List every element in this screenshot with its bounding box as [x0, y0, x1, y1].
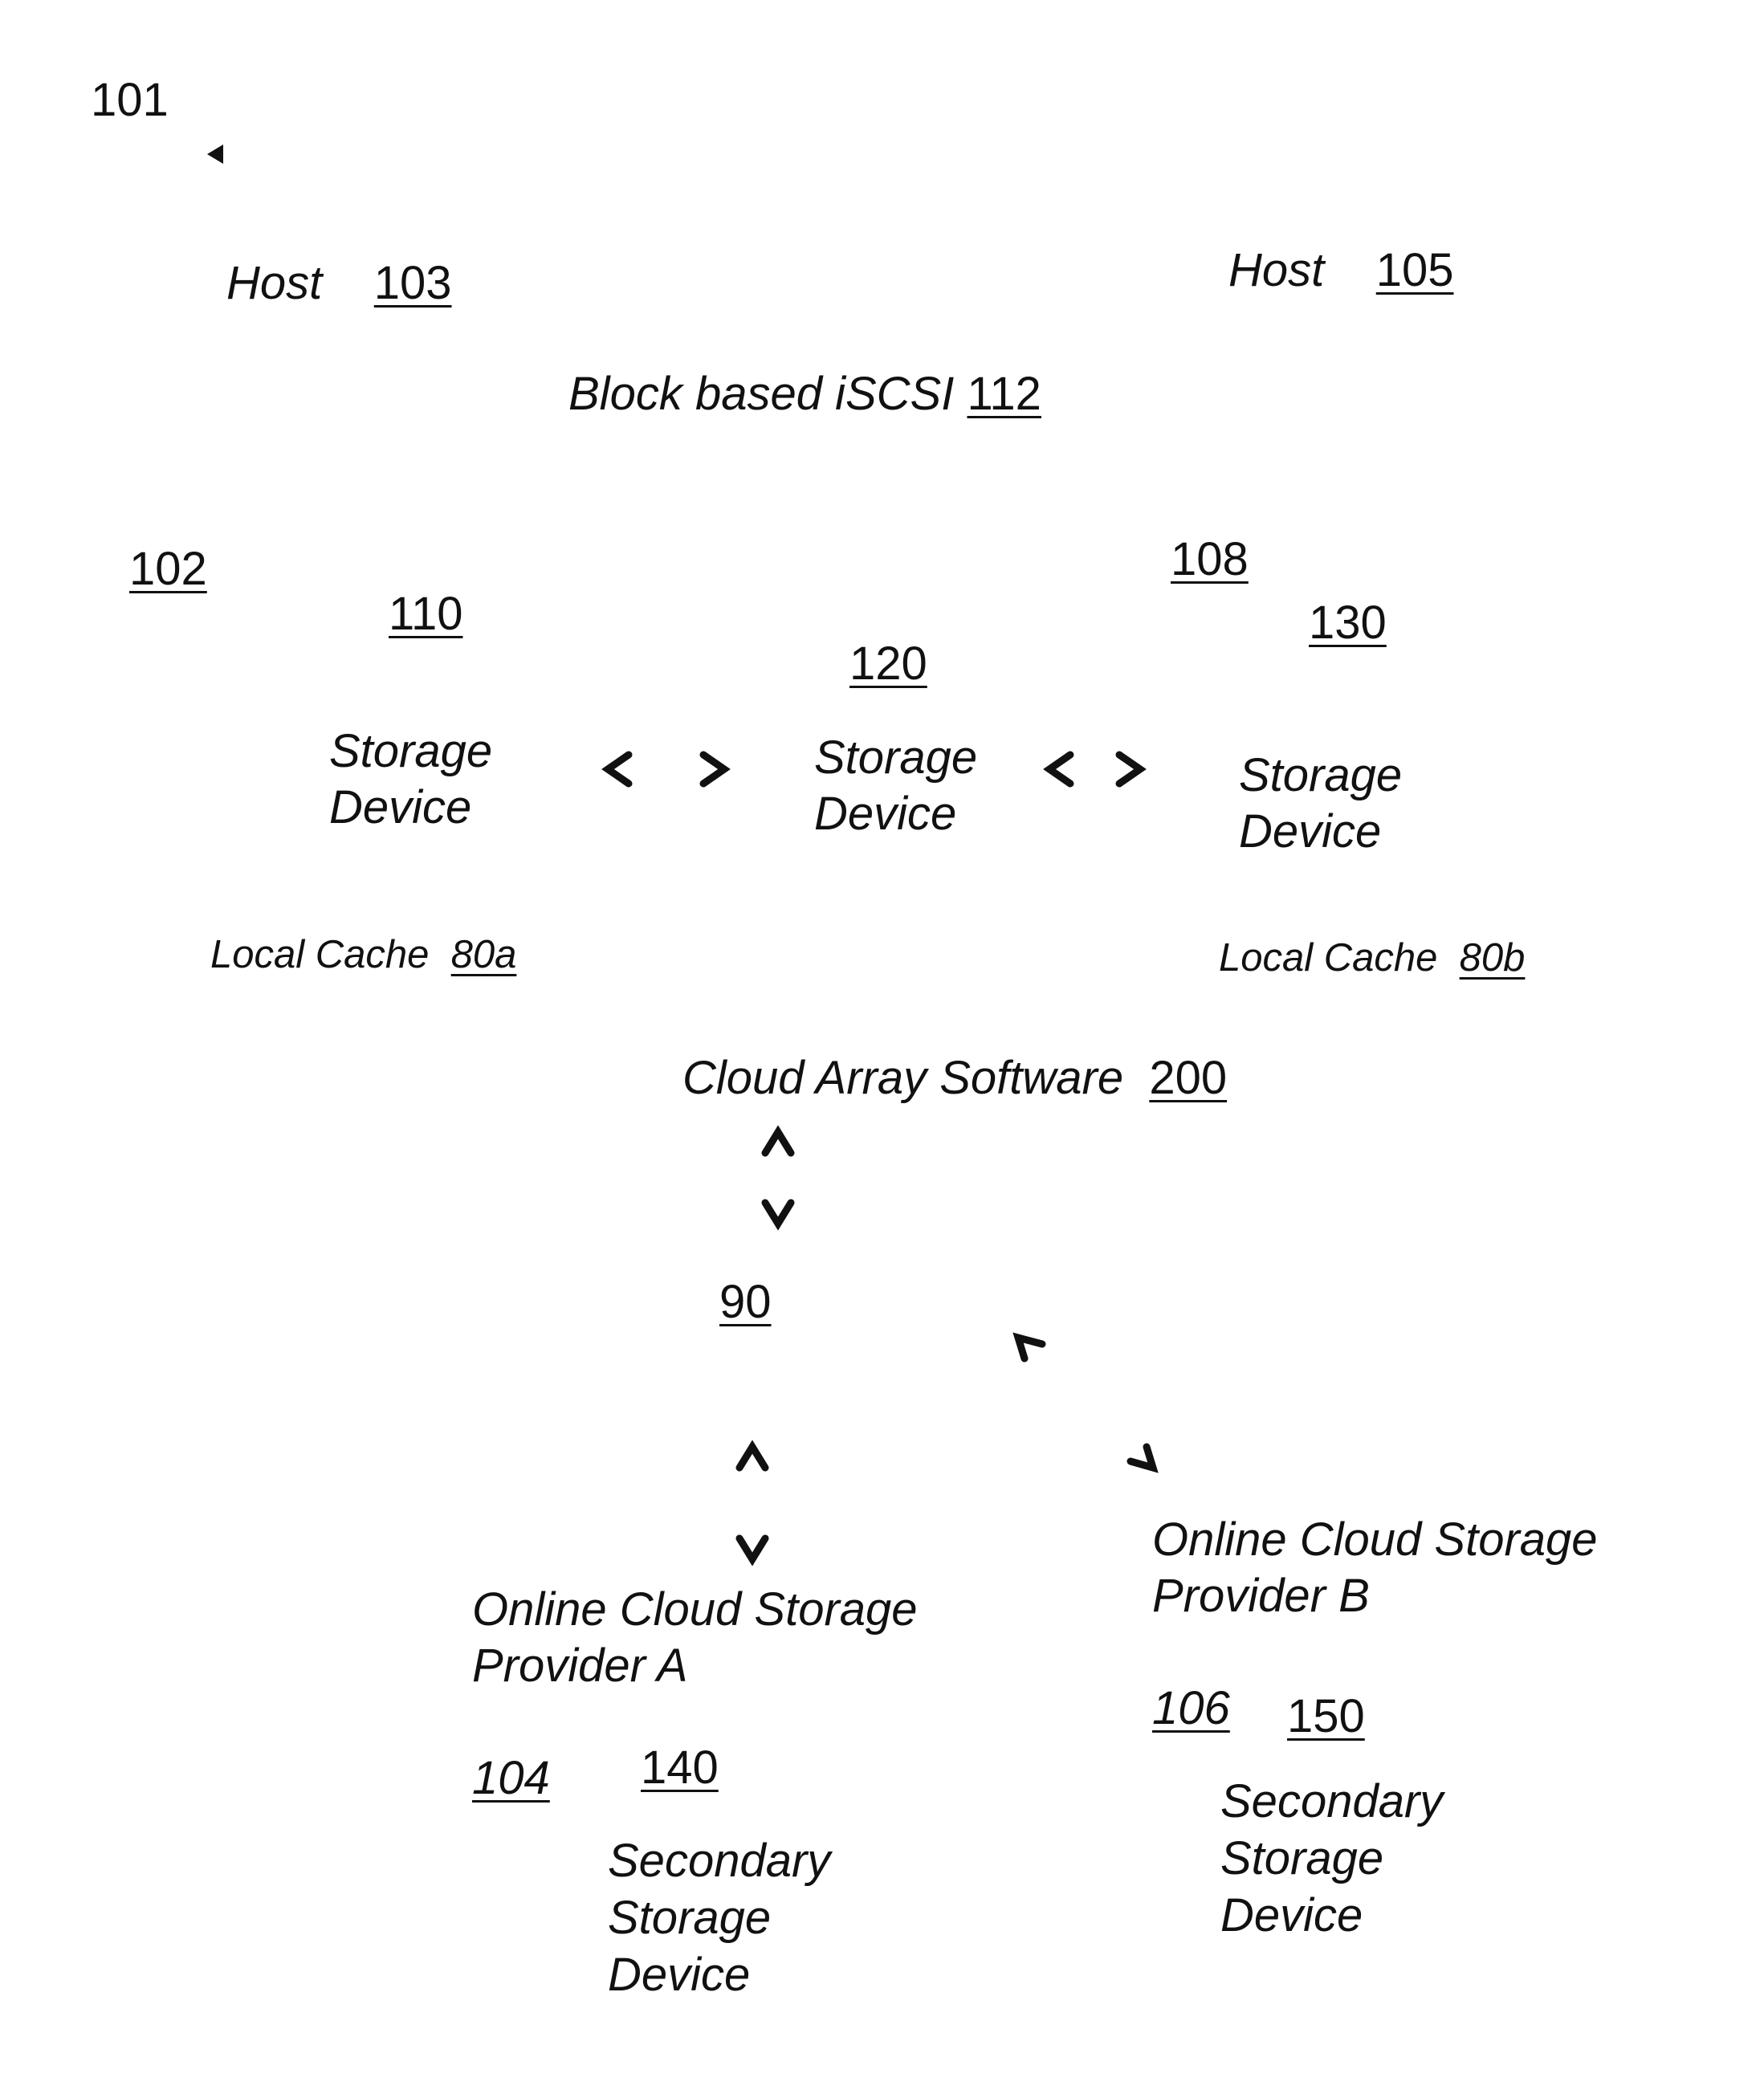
arrow-left-120-130 [1049, 755, 1070, 784]
arrow-up-90 [739, 1447, 765, 1468]
arrow-right-110-120 [703, 755, 724, 784]
arrow-up-200 [765, 1132, 791, 1153]
arrow-left-110-120 [608, 755, 629, 784]
figure-ref-arrowhead [207, 145, 223, 164]
arrow-diag-90 [1018, 1338, 1042, 1359]
arrow-diag-106 [1131, 1447, 1153, 1468]
arrow-right-120-130 [1119, 755, 1140, 784]
arrow-down-90 [765, 1203, 791, 1224]
arrow-down-104 [739, 1538, 765, 1559]
